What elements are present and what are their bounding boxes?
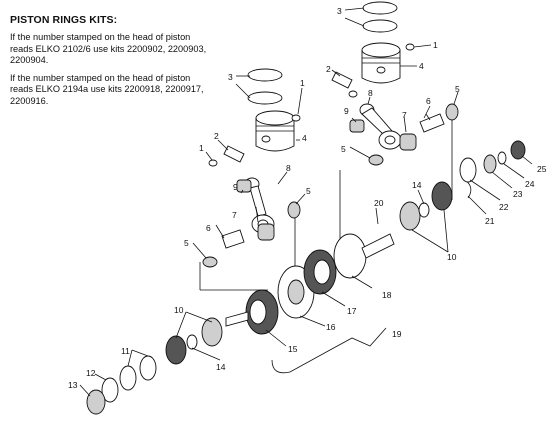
crankpin-left: [221, 229, 245, 249]
needle-bearing-large-left: [257, 223, 275, 241]
callout-24: 24: [525, 179, 535, 189]
connecting-rod-upper: [359, 103, 402, 150]
callout-7-upper: 7: [402, 110, 407, 120]
callout-22: 22: [499, 202, 509, 212]
callout-19: 19: [392, 329, 402, 339]
thrust-washer-left-right: [287, 201, 301, 219]
washer-22: [459, 157, 477, 183]
bearing-spacer-left: [186, 334, 198, 350]
piston-upper: [361, 42, 401, 84]
callout-15: 15: [288, 344, 298, 354]
callout-14-right: 14: [412, 180, 422, 190]
callout-6-upper: 6: [426, 96, 431, 106]
callout-6-left: 6: [206, 223, 211, 233]
callout-5-upper-right: 5: [455, 84, 460, 94]
callout-16: 16: [326, 322, 336, 332]
callout-18: 18: [382, 290, 392, 300]
piston-rings-upper: [362, 1, 398, 33]
callout-2-left: 2: [214, 131, 219, 141]
piston-left: [255, 110, 295, 152]
callout-14-left: 14: [216, 362, 226, 372]
callout-labels: 3 1 2 4 3 1 4 2 1 8 9 6 5 7 5 8 9 5 7 6 …: [68, 6, 547, 390]
callout-1-upper-right: 1: [433, 40, 438, 50]
piston-rings-kits-note: PISTON RINGS KITS: If the number stamped…: [10, 14, 210, 113]
circlip-upper-right: [405, 43, 415, 51]
oil-seal-bearing-right: [431, 181, 453, 211]
needle-bearing-large-upper: [399, 133, 417, 151]
crankpin-upper: [419, 113, 445, 133]
main-bearing-left: [201, 317, 223, 347]
seal-13: [86, 389, 106, 415]
callout-3-left: 3: [228, 72, 233, 82]
callout-10-right: 10: [447, 252, 457, 262]
ring-12: [101, 377, 119, 403]
needle-bearing-small-upper: [349, 119, 365, 133]
callout-1-left-upper: 1: [300, 78, 305, 88]
assembly-19-bracket: [271, 327, 387, 374]
callout-8-upper: 8: [368, 88, 373, 98]
thrust-washer-upper-left: [368, 154, 384, 166]
bearing-spacer-right: [418, 202, 430, 218]
callout-4-upper: 4: [419, 61, 424, 71]
callout-3-upper: 3: [337, 6, 342, 16]
washer-11a: [139, 355, 157, 381]
circlip-left-right: [291, 114, 301, 122]
callout-5-upper-left: 5: [341, 144, 346, 154]
callout-25: 25: [537, 164, 547, 174]
callout-5-left: 5: [184, 238, 189, 248]
callout-20: 20: [374, 198, 384, 208]
callout-1-left: 1: [199, 143, 204, 153]
callout-2-upper: 2: [326, 64, 331, 74]
piston-pin-left: [223, 145, 245, 163]
callout-7-left: 7: [232, 210, 237, 220]
callout-21: 21: [485, 216, 495, 226]
crankshaft-end: [333, 233, 395, 279]
circlip-left-left: [208, 159, 218, 167]
callout-9-upper: 9: [344, 106, 349, 116]
callout-17: 17: [347, 306, 357, 316]
note-paragraph-elko-2102: If the number stamped on the head of pis…: [10, 32, 207, 65]
needle-bearing-small-left: [236, 179, 252, 193]
piston-rings-left: [247, 68, 283, 105]
crankshaft-web-right: [303, 249, 337, 295]
callout-11: 11: [121, 346, 130, 356]
main-bearing-right: [399, 201, 421, 231]
callout-4-left: 4: [302, 133, 307, 143]
nut-24: [497, 151, 507, 165]
circlip-upper-left: [348, 90, 358, 98]
piston-pin-upper: [331, 71, 353, 89]
callout-13: 13: [68, 380, 78, 390]
callout-12: 12: [86, 368, 96, 378]
callout-8-left: 8: [286, 163, 291, 173]
note-paragraph-elko-2194a: If the number stamped on the head of pis…: [10, 72, 204, 106]
crankshaft-flywheel-left: [225, 289, 279, 335]
oil-seal-bearing-left: [165, 335, 187, 365]
callout-23: 23: [513, 189, 523, 199]
leader-lines: [79, 7, 533, 397]
woodruff-key: [375, 207, 379, 225]
thrust-washer-upper-right: [445, 103, 459, 121]
thrust-washer-left-left: [202, 256, 218, 268]
callout-9-left: 9: [233, 182, 238, 192]
cap-25: [510, 140, 526, 160]
callout-5-left-right: 5: [306, 186, 311, 196]
note-title: PISTON RINGS KITS:: [10, 14, 118, 26]
washer-11b: [119, 365, 137, 391]
callout-10-left: 10: [174, 305, 184, 315]
washer-23: [483, 154, 497, 174]
